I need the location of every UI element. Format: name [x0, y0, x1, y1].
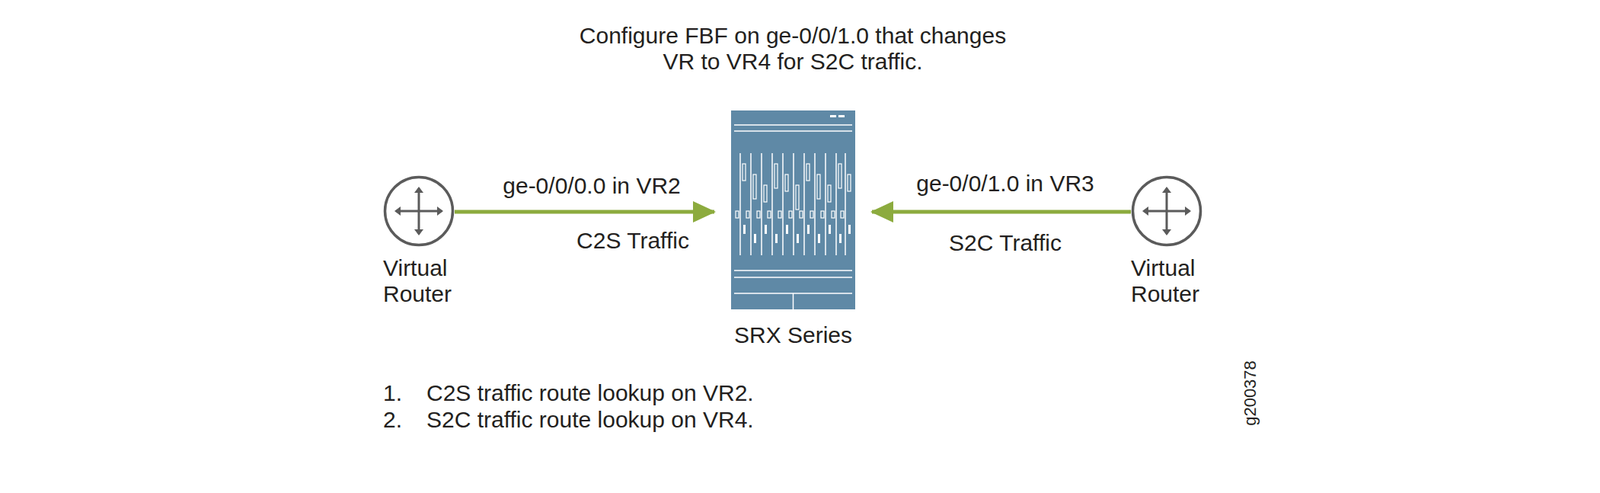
- srx-chassis: [731, 110, 856, 310]
- diagram-title: Configure FBF on ge-0/0/1.0 that changes…: [575, 22, 1010, 75]
- edge-label: S2C Traffic: [948, 229, 1062, 256]
- virtual-router: Virtual Router: [383, 175, 467, 307]
- router-icon: [383, 175, 455, 247]
- interface-label: ge-0/0/1.0 in VR3: [916, 170, 1094, 197]
- traffic-arrow: [871, 210, 1131, 214]
- note-text: C2S traffic route lookup on VR2.: [426, 380, 754, 406]
- node-label: Virtual Router: [383, 255, 464, 307]
- list-number: 2.: [383, 406, 403, 433]
- srx-device: SRX Series: [731, 110, 856, 310]
- node-label: SRX Series: [734, 322, 853, 349]
- figure-id: g200378: [1237, 360, 1264, 426]
- router-icon: [1130, 175, 1203, 247]
- node-label: Virtual Router: [1130, 255, 1211, 307]
- note-text: S2C traffic route lookup on VR4.: [426, 406, 754, 433]
- interface-label: ge-0/0/0.0 in VR2: [502, 172, 681, 199]
- edge-label: C2S Traffic: [576, 227, 690, 254]
- traffic-arrow: [454, 210, 715, 214]
- list-number: 1.: [383, 380, 403, 406]
- virtual-router: Virtual Router: [1130, 175, 1215, 307]
